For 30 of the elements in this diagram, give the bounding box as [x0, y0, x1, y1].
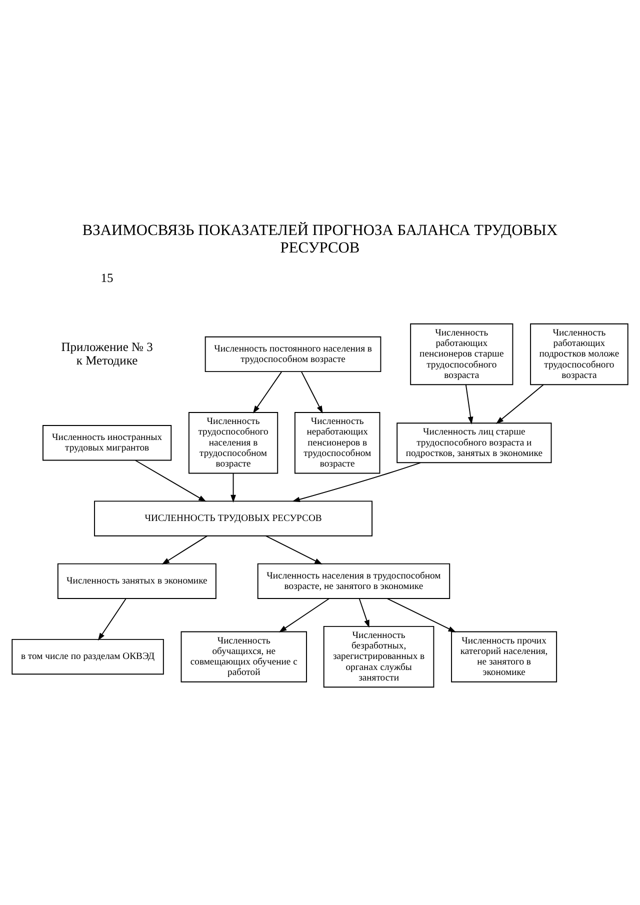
arrow	[265, 534, 322, 564]
node-box: Численность прочих категорий населения, не занятого в экономике	[451, 630, 558, 682]
arrow	[278, 598, 330, 632]
node-box: Численность обучащихся, не совмещающих обучение с работой	[180, 630, 307, 682]
node-box: в том числе по разделам ОКВЭД	[12, 638, 164, 674]
node-box: Численность трудоспособного населения в трудоспособном возрасте	[188, 412, 278, 474]
arrow	[98, 598, 126, 640]
arrow	[230, 472, 236, 502]
node-box: Численность постоянного населения в трудоспособном возрасте	[204, 336, 382, 372]
node-box: Численность лиц старше трудоспособного возраста и подростков, занятых в экономике	[396, 422, 552, 463]
node-box: Численность занятых в экономике	[57, 562, 216, 598]
node-box: Численность работающих подростков моложе трудоспособного возраста	[530, 322, 628, 385]
arrow	[496, 384, 544, 424]
arrow	[134, 459, 206, 502]
label: 15	[100, 270, 114, 284]
node-box: Численность безработных, зарегистрированных в органах службы занятости	[323, 625, 434, 688]
node-box: Численность иностранных трудовых мигрантов	[42, 424, 172, 460]
arrow	[301, 370, 323, 414]
label: Приложение № 3 к Методике	[61, 339, 153, 367]
node-box: Численность неработающих пенсионеров в трудоспособном возрасте	[294, 412, 380, 474]
arrow	[358, 598, 370, 628]
diagram-title: ВЗАИМОСВЯЗЬ ПОКАЗАТЕЛЕЙ ПРОГНОЗА БАЛАНСА ТРУДОВЫХ РЕСУРСОВ	[82, 222, 558, 256]
arrow	[292, 462, 421, 502]
node-box: ЧИСЛЕННОСТЬ ТРУДОВЫХ РЕСУРСОВ	[94, 500, 373, 536]
arrow	[465, 384, 474, 424]
arrow	[162, 534, 208, 564]
node-box: Численность работающих пенсионеров старше трудоспособного возраста	[410, 322, 514, 385]
arrow	[386, 598, 456, 632]
arrow	[252, 370, 282, 413]
node-box: Численность населения в трудоспособном возрасте, не занятого в экономике	[257, 562, 450, 598]
